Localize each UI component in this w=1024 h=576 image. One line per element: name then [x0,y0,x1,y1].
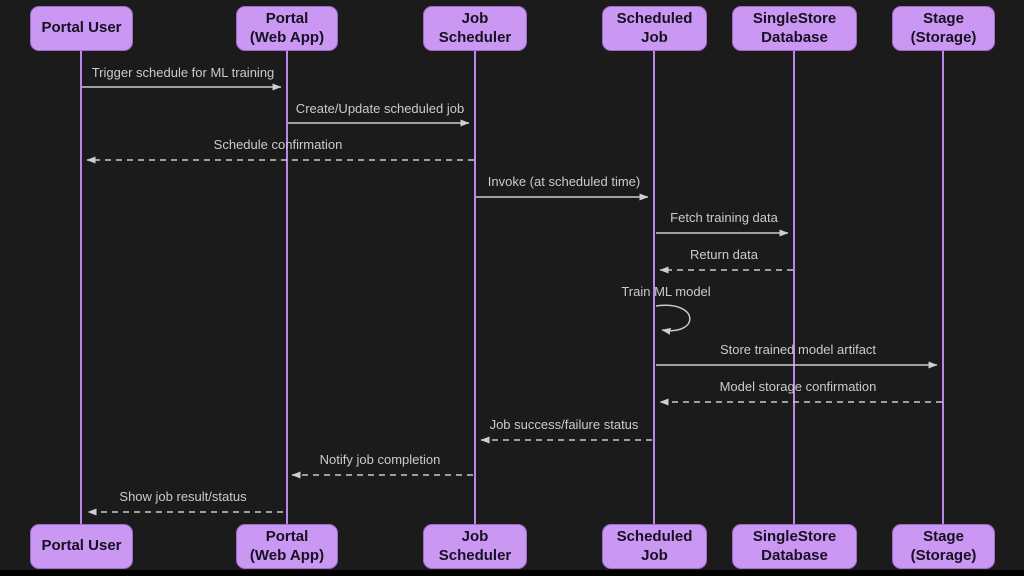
lifeline-scheduled-job [653,51,655,524]
actor-top-stage-storage: Stage (Storage) [892,6,995,51]
actor-bottom-singlestore-database: SingleStore Database [732,524,857,569]
message-label-trigger-schedule: Trigger schedule for ML training [91,65,275,80]
arrow-train-ml-model-self-loop [655,304,691,335]
actor-top-portal-user: Portal User [30,6,133,51]
lifeline-job-scheduler [474,51,476,524]
lifeline-portal-user [80,51,82,524]
actor-bottom-job-scheduler: Job Scheduler [423,524,527,569]
message-label-fetch-training-data: Fetch training data [670,210,778,225]
message-label-return-data: Return data [690,247,758,262]
actor-bottom-portal-user: Portal User [30,524,133,569]
actor-top-portal-web-app: Portal (Web App) [236,6,338,51]
message-label-store-model-artifact: Store trained model artifact [719,342,877,357]
message-label-job-status: Job success/failure status [489,417,639,432]
actor-bottom-portal-web-app: Portal (Web App) [236,524,338,569]
message-label-train-ml-model: Train ML model [621,284,711,299]
message-label-invoke: Invoke (at scheduled time) [487,174,641,189]
message-label-schedule-confirmation: Schedule confirmation [213,137,343,152]
message-label-model-storage-confirmation: Model storage confirmation [719,379,877,394]
message-label-notify-completion: Notify job completion [319,452,441,467]
lifeline-singlestore-database [793,51,795,524]
lifeline-portal-web-app [286,51,288,524]
bottom-letterbox [0,570,1024,576]
actor-top-singlestore-database: SingleStore Database [732,6,857,51]
actor-bottom-stage-storage: Stage (Storage) [892,524,995,569]
actor-top-scheduled-job: Scheduled Job [602,6,707,51]
actor-top-job-scheduler: Job Scheduler [423,6,527,51]
message-label-create-update-job: Create/Update scheduled job [295,101,465,116]
lifeline-stage-storage [942,51,944,524]
actor-bottom-scheduled-job: Scheduled Job [602,524,707,569]
message-label-show-result: Show job result/status [119,489,247,504]
